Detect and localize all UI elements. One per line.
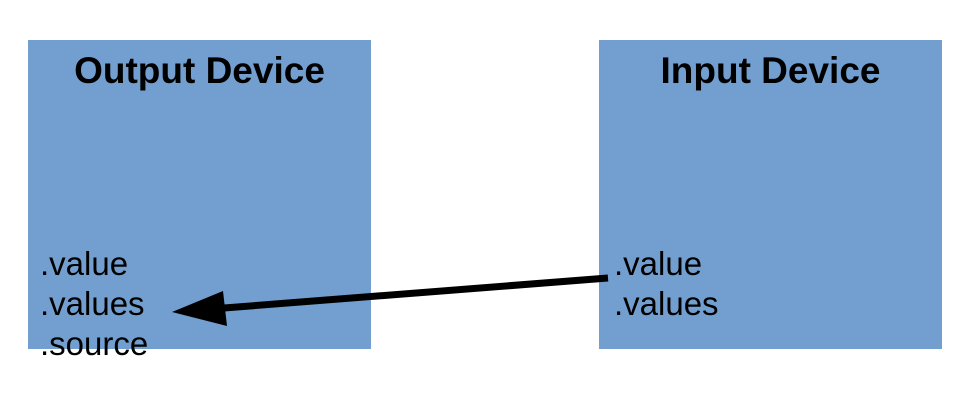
input-device-properties: .value .values bbox=[614, 244, 938, 324]
property-label-values: .values bbox=[614, 285, 719, 322]
output-device-box: Output Device .value .values .source bbox=[28, 40, 371, 362]
output-device-properties: .value .values .source bbox=[40, 244, 367, 364]
property-label-source: .source bbox=[40, 325, 149, 362]
property-label-value: .value bbox=[614, 245, 703, 282]
property-label-values: .values bbox=[40, 285, 145, 322]
output-device-title: Output Device bbox=[74, 50, 325, 91]
property-label-value: .value bbox=[40, 245, 129, 282]
input-device-title: Input Device bbox=[660, 50, 881, 91]
input-device-box: Input Device .value .values bbox=[599, 40, 942, 349]
